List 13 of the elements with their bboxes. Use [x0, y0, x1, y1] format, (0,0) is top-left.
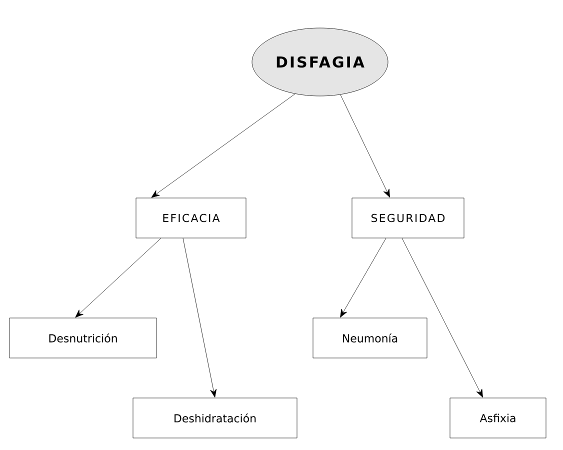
box-node: Desnutrición: [9, 318, 157, 358]
arrow: [340, 94, 390, 198]
ellipse-node: DISFAGIA: [252, 28, 388, 96]
box-node: EFICACIA: [136, 198, 246, 238]
arrow: [75, 238, 162, 318]
box-node: Asfixia: [450, 398, 546, 438]
box-node: Deshidratación: [132, 398, 298, 438]
arrow: [402, 238, 483, 398]
arrow: [182, 238, 217, 398]
arrow: [340, 238, 386, 318]
box-node: Neumonía: [312, 318, 428, 358]
arrow: [151, 94, 296, 198]
box-node: SEGURIDAD: [352, 198, 464, 238]
